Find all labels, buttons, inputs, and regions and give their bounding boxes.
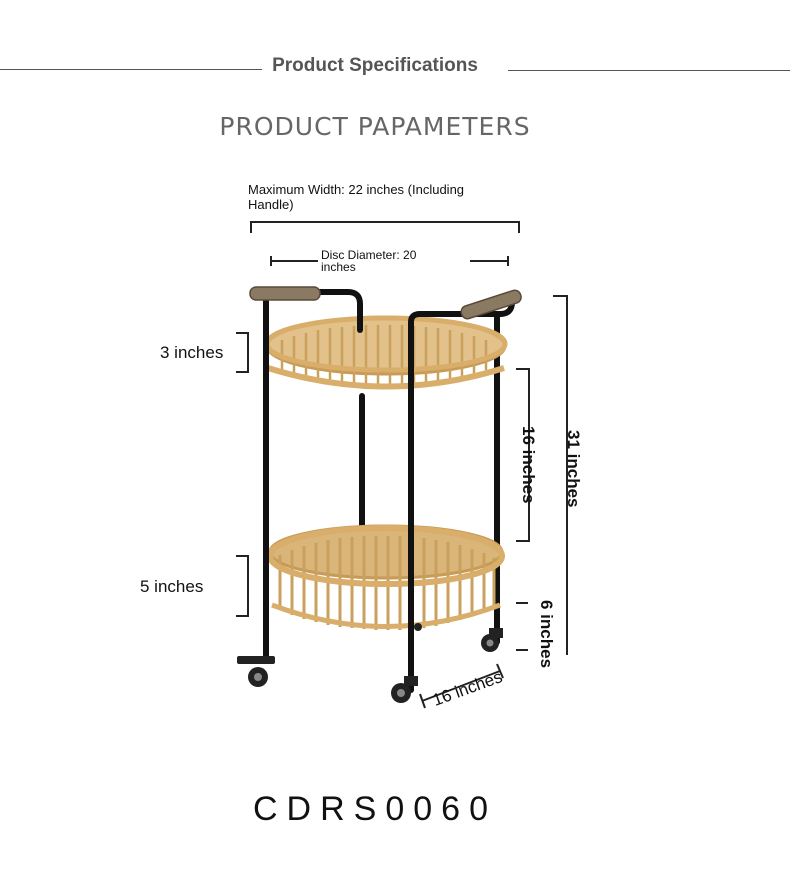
right-handle-grip (460, 289, 522, 320)
header-rule-left (0, 69, 262, 70)
section-title: Product Specifications (272, 55, 478, 76)
header-rule-right (508, 70, 790, 71)
caster-height-label: 6 inches (537, 600, 556, 669)
top-rim-height-label: 3 inches (160, 343, 224, 362)
parameters-heading: PRODUCT PAPAMETERS (219, 112, 531, 141)
disc-diameter-label: Disc Diameter: 20 inches (321, 248, 417, 274)
dimension-lines (236, 221, 568, 709)
casters (237, 623, 503, 703)
bottom-rim-height-label: 5 inches (140, 577, 204, 596)
max-width-label: Maximum Width: 22 inches (Including Hand… (248, 182, 465, 212)
model-code: CDRS0060 (253, 790, 497, 828)
total-height-label: 31 inches (564, 430, 583, 508)
shelf-gap-label: 16 inches (519, 426, 538, 504)
left-handle-grip (249, 286, 321, 301)
